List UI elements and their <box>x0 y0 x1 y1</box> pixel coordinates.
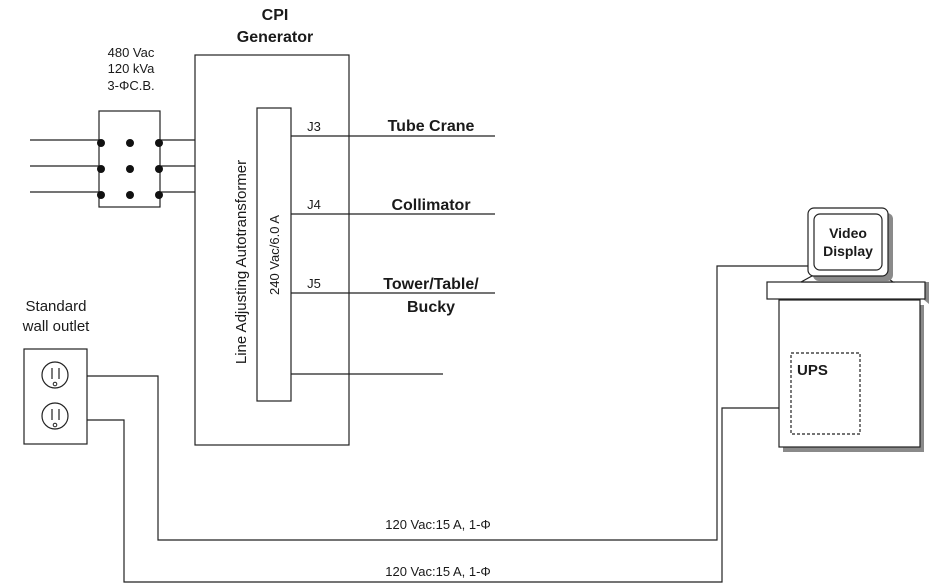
autotransformer-box <box>256 107 292 402</box>
jack-j5: J5 <box>307 276 321 291</box>
outlet-label-line2: wall outlet <box>22 318 91 335</box>
outlet-label-line1: Standard <box>26 298 87 315</box>
breaker-voltage: 480 Vac <box>108 45 155 60</box>
output-tower-line2: Bucky <box>407 299 455 316</box>
generator-title-line2: Generator <box>237 29 313 46</box>
circuit-breaker <box>98 110 161 208</box>
incoming-lines <box>30 139 99 193</box>
generator-title-line1: CPI <box>262 7 289 24</box>
jack-j4: J4 <box>307 197 321 212</box>
display-label-line1: Video <box>829 225 867 241</box>
outlet-socket-icon <box>41 402 69 430</box>
display-label-line2: Display <box>823 243 873 259</box>
output-tower-line1: Tower/Table/ <box>383 276 479 293</box>
breaker-to-generator-lines <box>160 139 195 193</box>
cable-to-video-display <box>87 265 812 541</box>
console-cabinet <box>766 275 929 452</box>
cable-to-ups <box>87 407 779 583</box>
breaker-phase: 3-ΦC.B. <box>107 78 154 93</box>
output-tube-crane: Tube Crane <box>388 118 475 135</box>
outlet-socket-icon <box>41 361 69 389</box>
ups-label: UPS <box>797 362 828 379</box>
breaker-contacts <box>97 139 163 199</box>
video-display <box>807 207 893 281</box>
cable-label-upper: 120 Vac:15 A, 1-Φ <box>385 517 491 532</box>
jack-j3: J3 <box>307 119 321 134</box>
rating-label: 240 Vac/6.0 A <box>267 215 282 295</box>
cable-label-lower: 120 Vac:15 A, 1-Φ <box>385 564 491 579</box>
breaker-power: 120 kVa <box>108 61 156 76</box>
output-collimator: Collimator <box>391 197 470 214</box>
transformer-label: Line Adjusting Autotransformer <box>233 160 250 364</box>
